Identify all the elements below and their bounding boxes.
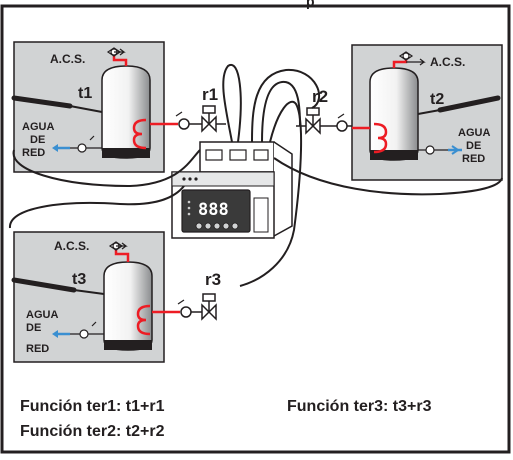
cable-t2: [273, 157, 503, 196]
arrow-icon: [116, 242, 128, 250]
water-label-t1-b: DE: [30, 134, 45, 146]
acs-label-t1: A.C.S.: [50, 52, 85, 66]
cable-t3: [8, 185, 185, 229]
arrow-icon: [114, 48, 126, 56]
tank-t3: [103, 261, 153, 351]
water-label-t2-b: DE: [466, 140, 481, 152]
sensor-probe-t1: [11, 95, 73, 109]
cable-r3: [239, 101, 303, 287]
sensor-probe-tip-t2: [417, 109, 441, 115]
water-label-t3-b: DE: [26, 322, 41, 334]
cables: [8, 63, 503, 287]
valve-icon: [398, 51, 414, 61]
header-partial-text: p: [306, 0, 315, 9]
cable-r2: [251, 68, 321, 143]
arrow-icon: [406, 58, 426, 66]
sensor-probe-tip-t1: [69, 105, 103, 113]
function-ter2: Función ter2: t2+r2: [20, 423, 165, 440]
relay-valve-r2: [296, 107, 352, 135]
coil-t1: [132, 118, 147, 150]
function-ter1: Función ter1: t1+r1: [20, 398, 165, 415]
panel-t3: A.C.S. t3 AGUA DE RED: [11, 231, 180, 363]
display-buttons: [195, 222, 239, 230]
panel-t1: A.C.S. t1 AGUA DE RED: [11, 41, 178, 173]
water-label-t1-c: RED: [22, 147, 45, 159]
cable-r2-b: [261, 80, 301, 143]
sensor-label-t1: t1: [78, 85, 92, 102]
relay-label-r3: r3: [205, 270, 221, 289]
acs-label-t3: A.C.S.: [54, 239, 89, 253]
sensor-label-t2: t2: [430, 91, 444, 108]
sensor-probe-t3: [11, 277, 77, 293]
valve-icon: [77, 143, 87, 153]
sensor-label-t3: t3: [72, 271, 86, 288]
relay-valve-r1: [175, 105, 226, 133]
function-ter3: Función ter3: t3+r3: [287, 398, 432, 415]
display-button: [213, 222, 221, 230]
sensor-probe-tip-t3: [73, 289, 105, 295]
panel-t2: A.C.S. t2 AGUA DE RED: [351, 44, 503, 181]
coil-t2: [373, 122, 388, 154]
display-digits: 888: [198, 200, 229, 220]
display-button: [195, 222, 203, 230]
cable-t1: [12, 149, 201, 188]
valve-icon: [425, 145, 435, 155]
acs-label-t2: A.C.S.: [430, 55, 465, 69]
tank-t1: [101, 65, 151, 159]
display-button: [204, 222, 212, 230]
sensor-probe-t2: [437, 95, 501, 113]
relay-label-r1: r1: [202, 85, 218, 104]
valve-icon: [79, 329, 89, 339]
display-button: [231, 222, 239, 230]
water-label-t1-a: AGUA: [22, 121, 54, 133]
relay-valve-r3: [177, 293, 217, 321]
display-button: [222, 222, 230, 230]
tank-t2: [369, 67, 419, 161]
water-label-t3-a: AGUA: [26, 309, 58, 321]
water-label-t2-a: AGUA: [458, 127, 490, 139]
cable-r1: [222, 63, 242, 143]
water-label-t3-c: RED: [26, 343, 49, 355]
coil-t3: [136, 304, 151, 336]
controller-display: [181, 189, 251, 233]
water-label-t2-c: RED: [462, 153, 485, 165]
